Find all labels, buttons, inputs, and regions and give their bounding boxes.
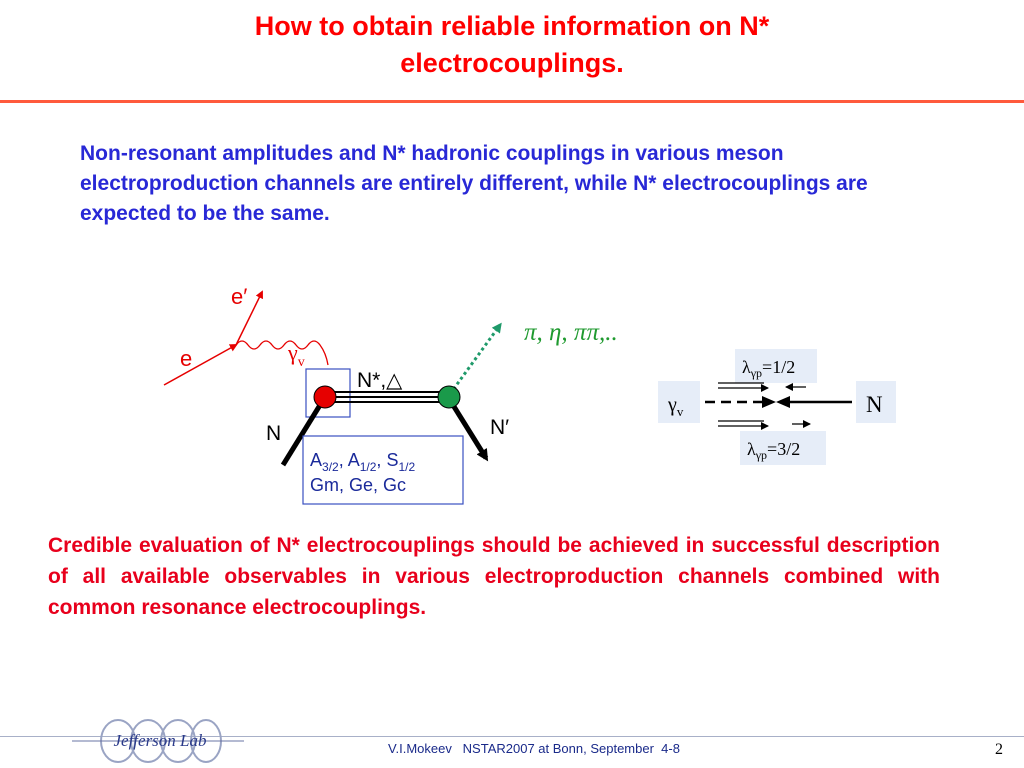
virtual-photon-line <box>235 340 329 366</box>
title-divider <box>0 100 1024 103</box>
conclusion-paragraph: Credible evaluation of N* electrocouplin… <box>48 534 940 619</box>
lambda-half-box <box>735 349 817 383</box>
e-prime-label: e′ <box>231 284 247 309</box>
couplings-form-factors: Gm, Ge, Gc <box>310 475 406 495</box>
intro-paragraph: Non-resonant amplitudes and N* hadronic … <box>80 142 868 225</box>
n-in-label: N <box>266 422 281 445</box>
jefferson-lab-logo: Jefferson Lab <box>72 719 244 763</box>
slide-title: How to obtain reliable information on N*… <box>0 8 1024 82</box>
couplings-amplitudes: A3/2, A1/2, S1/2 <box>310 450 415 474</box>
electromagnetic-vertex <box>313 385 337 409</box>
outgoing-electron-line <box>235 290 263 346</box>
lambda-half-label: λγp=1/2 <box>742 357 795 380</box>
gamma-v-label: γv <box>667 394 684 419</box>
nucleon-arrowhead <box>776 396 790 408</box>
e-label: e <box>180 346 192 371</box>
incoming-electron-line <box>163 344 238 386</box>
gamma-v-box <box>658 381 700 423</box>
feynman-diagram: e′ e γv N*,△ N N′ π, η, ππ,.. A3/2, A1/2… <box>163 284 896 505</box>
gamma-label: γv <box>287 340 305 370</box>
footer-divider <box>0 736 1024 737</box>
incoming-nucleon-line <box>280 395 328 467</box>
resonance-label: N*,△ <box>357 369 403 392</box>
lambda-three-half-box <box>740 431 826 465</box>
footer-citation: V.I.Mokeev NSTAR2007 at Bonn, September … <box>388 741 680 756</box>
meson-arrow <box>448 322 502 395</box>
couplings-box <box>302 435 464 505</box>
nucleon-box <box>856 381 896 423</box>
logo-text: Jefferson Lab <box>113 731 206 750</box>
meson-products-label: π, η, ππ,.. <box>524 319 618 346</box>
title-line-2: electrocouplings. <box>400 48 624 78</box>
hadronic-vertex <box>437 385 461 409</box>
n-out-label: N′ <box>490 416 509 439</box>
title-line-1: How to obtain reliable information on N* <box>254 11 770 41</box>
photon-arrowhead <box>762 396 776 408</box>
lambda-three-half-label: λγp=3/2 <box>747 439 800 462</box>
page-number: 2 <box>995 741 1003 758</box>
nucleon-label: N <box>866 392 883 417</box>
